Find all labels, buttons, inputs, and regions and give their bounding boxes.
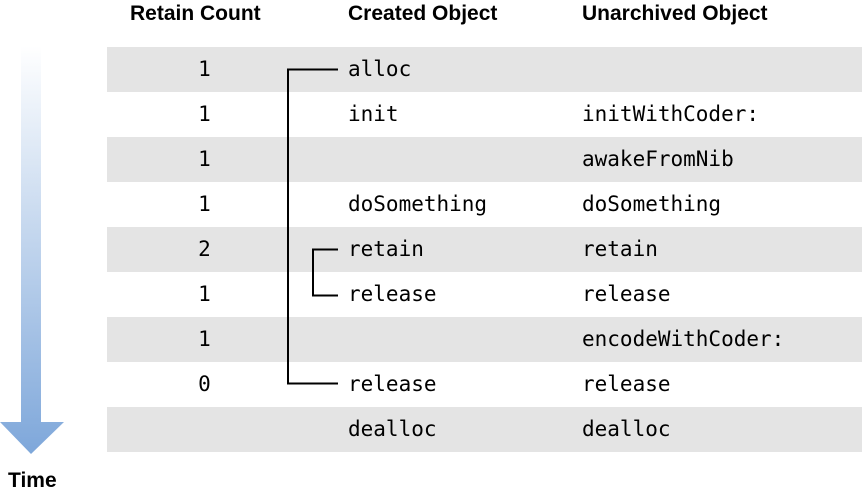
retain-count-cell: 2: [198, 237, 211, 261]
created-object-cell: release: [348, 372, 437, 396]
created-object-cell: release: [348, 282, 437, 306]
retain-count-cell: 1: [198, 327, 211, 351]
retain-count-cell: 1: [198, 57, 211, 81]
table-row: 2 retain retain: [107, 227, 862, 272]
retain-release-bracket: [312, 248, 338, 297]
created-object-cell: alloc: [348, 57, 412, 81]
alloc-release-bracket: [287, 68, 338, 385]
unarchived-object-cell: release: [582, 282, 671, 306]
header-created-object: Created Object: [348, 2, 498, 25]
table-row: 0 release release: [107, 362, 862, 407]
retain-count-cell: 1: [198, 192, 211, 216]
table-row: dealloc dealloc: [107, 407, 862, 452]
retain-count-cell: 1: [198, 102, 211, 126]
unarchived-object-cell: encodeWithCoder:: [582, 327, 785, 351]
retain-count-cell: 1: [198, 282, 211, 306]
unarchived-object-cell: dealloc: [582, 417, 671, 441]
created-object-cell: dealloc: [348, 417, 437, 441]
unarchived-object-cell: release: [582, 372, 671, 396]
header-unarchived-object: Unarchived Object: [582, 2, 768, 25]
created-object-cell: doSomething: [348, 192, 488, 216]
unarchived-object-cell: doSomething: [582, 192, 722, 216]
table-row: 1 encodeWithCoder:: [107, 317, 862, 362]
unarchived-object-cell: retain: [582, 237, 658, 261]
time-arrow-icon: [0, 46, 64, 454]
unarchived-object-cell: awakeFromNib: [582, 147, 734, 171]
created-object-cell: init: [348, 102, 399, 126]
table-row: 1 alloc: [107, 47, 862, 92]
unarchived-object-cell: initWithCoder:: [582, 102, 760, 126]
retain-count-cell: 0: [198, 372, 211, 396]
table-row: 1 doSomething doSomething: [107, 182, 862, 227]
table-row: 1 init initWithCoder:: [107, 92, 862, 137]
header-retain-count: Retain Count: [130, 2, 261, 25]
table-row: 1 awakeFromNib: [107, 137, 862, 182]
time-label: Time: [8, 469, 57, 492]
retain-count-cell: 1: [198, 147, 211, 171]
table-row: 1 release release: [107, 272, 862, 317]
created-object-cell: retain: [348, 237, 424, 261]
